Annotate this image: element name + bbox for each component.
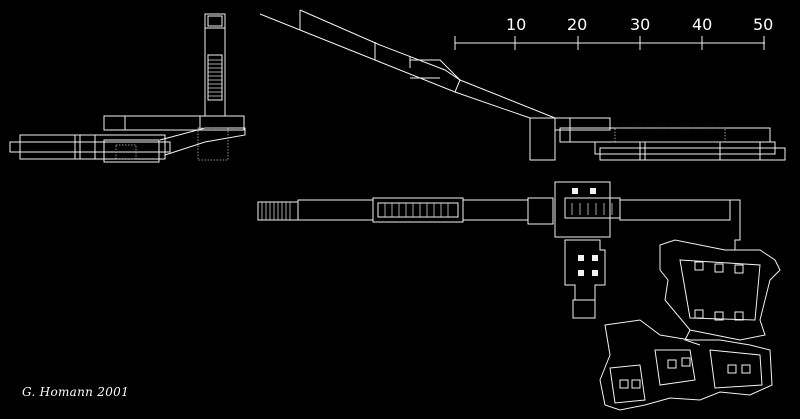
scale-tick-label: 50 [753,15,773,34]
floor-plan-view [257,181,781,411]
scale-tick-label: 30 [630,15,650,34]
scale-tick-label: 20 [567,15,587,34]
author-credit: G. Homann 2001 [22,385,130,399]
longitudinal-section-view [259,9,786,161]
scale-tick-label: 10 [506,15,526,34]
scale-bar: 10 20 30 40 50 [454,15,773,50]
scale-tick-label: 40 [692,15,712,34]
cross-section-view [9,13,246,163]
